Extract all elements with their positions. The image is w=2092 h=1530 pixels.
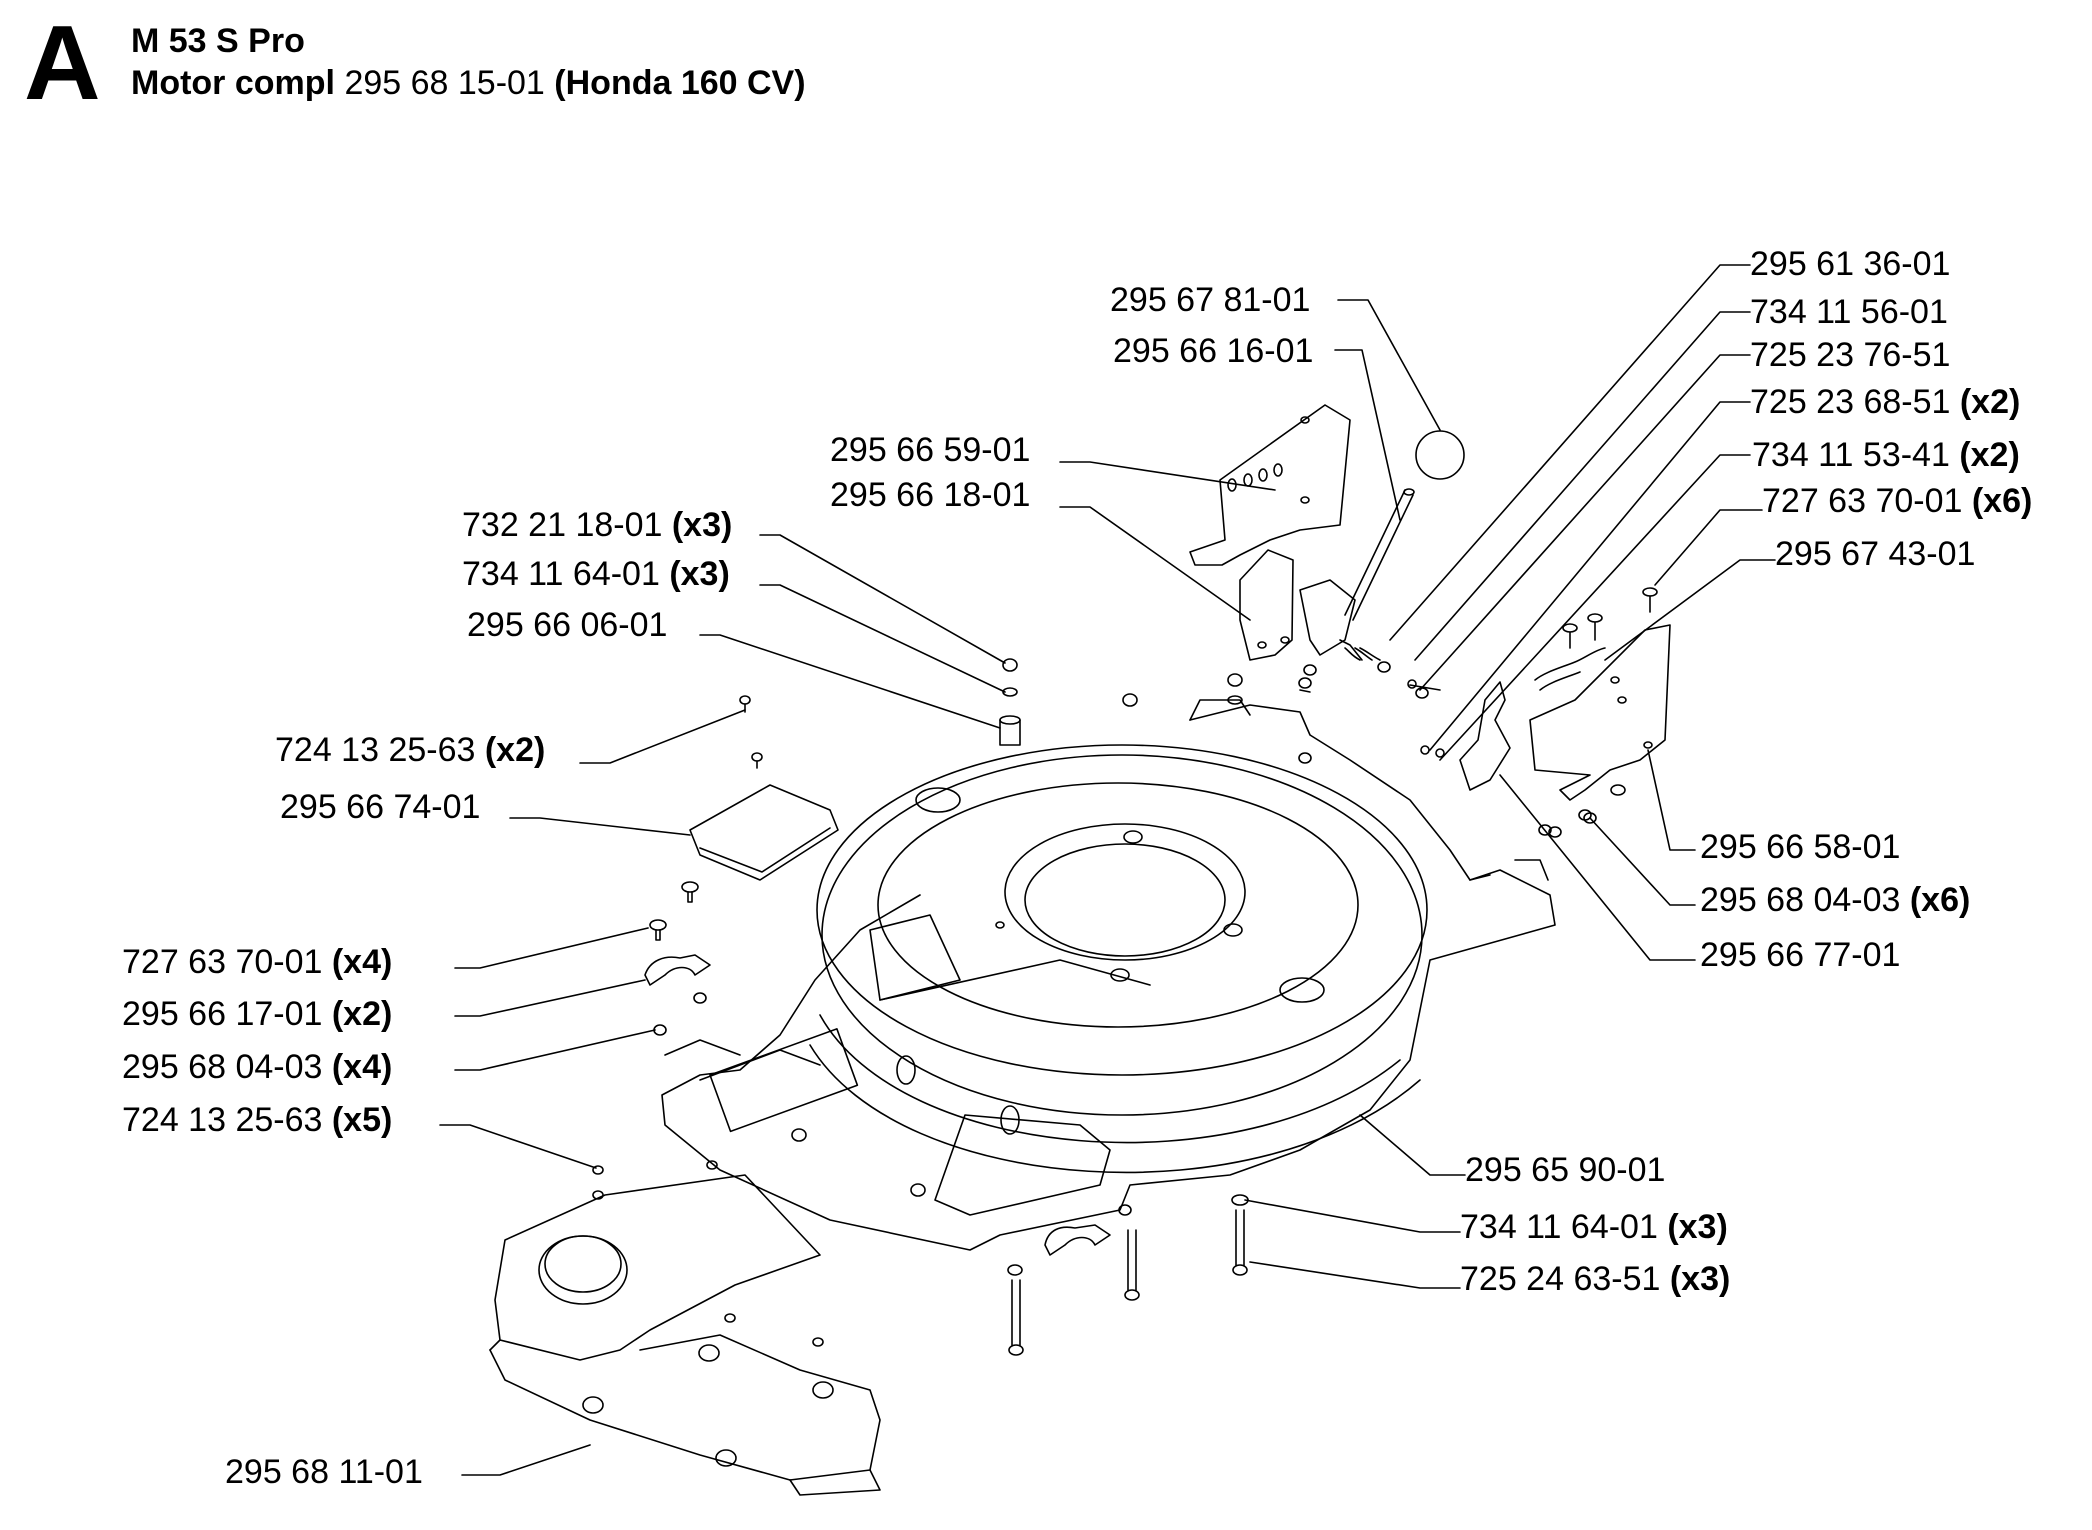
callout-p16[interactable]: 295 66 74-01 — [280, 790, 480, 824]
part-number: 725 23 76-51 — [1750, 336, 1951, 374]
part-qty: (x6) — [1971, 482, 2033, 520]
part-number: 734 11 64-01 — [1460, 1208, 1658, 1246]
part-qty: (x4) — [331, 943, 393, 981]
part-qty: (x4) — [331, 1048, 393, 1086]
part-qty: (x6) — [1909, 881, 1971, 919]
callout-p19[interactable]: 295 68 04-03 (x4) — [122, 1050, 392, 1084]
handle-bracket-right-drawing — [1459, 587, 1671, 838]
part-number: 727 63 70-01 — [1762, 482, 1963, 520]
part-qty: (x2) — [331, 995, 393, 1033]
part-number: 727 63 70-01 — [122, 943, 323, 981]
model-title: M 53 S Pro — [131, 24, 305, 58]
handle-bracket-left-drawing — [1189, 404, 1351, 566]
callout-p12[interactable]: 732 21 18-01 (x3) — [462, 508, 732, 542]
part-qty: (x3) — [669, 555, 730, 593]
callout-p18[interactable]: 295 66 17-01 (x2) — [122, 997, 392, 1031]
callout-p21[interactable]: 295 68 11-01 — [225, 1455, 423, 1489]
part-number: 295 66 17-01 — [122, 995, 323, 1033]
callout-p11[interactable]: 295 66 18-01 — [830, 478, 1030, 512]
part-number: 295 68 11-01 — [225, 1453, 423, 1491]
callout-p22[interactable]: 295 66 58-01 — [1700, 830, 1900, 864]
callout-p7[interactable]: 734 11 53-41 (x2) — [1752, 438, 2020, 472]
part-number: 295 66 74-01 — [280, 788, 481, 826]
callout-p9[interactable]: 295 67 43-01 — [1775, 537, 1975, 571]
callout-p1[interactable]: 295 67 81-01 — [1110, 283, 1310, 317]
part-number: 295 68 04-03 — [122, 1048, 323, 1086]
part-qty: (x2) — [1959, 436, 2020, 474]
part-number: 295 66 77-01 — [1700, 936, 1901, 974]
callout-p6[interactable]: 725 23 68-51 (x2) — [1750, 385, 2020, 419]
engine-label: (Honda 160 CV) — [554, 64, 806, 102]
part-number: 295 67 43-01 — [1775, 535, 1976, 573]
part-number: 295 68 04-03 — [1700, 881, 1901, 919]
cutter-deck-drawing — [661, 699, 1556, 1251]
clamp-left-drawing — [592, 752, 1312, 1347]
model-name: M 53 S Pro — [131, 22, 305, 60]
hardware-small-drawing — [1298, 661, 1445, 758]
part-number: 295 66 16-01 — [1113, 332, 1314, 370]
callout-p10[interactable]: 295 66 59-01 — [830, 433, 1030, 467]
part-number: 295 66 06-01 — [467, 606, 668, 644]
callout-p25[interactable]: 295 65 90-01 — [1465, 1153, 1665, 1187]
engine-cover-drawing — [489, 1174, 881, 1496]
part-number: 295 66 59-01 — [830, 431, 1031, 469]
callout-p24[interactable]: 295 66 77-01 — [1700, 938, 1900, 972]
part-number: 295 67 81-01 — [1110, 281, 1311, 319]
rear-bolts-drawing — [1007, 1194, 1249, 1356]
part-qty: (x3) — [1669, 1260, 1731, 1298]
callout-p4[interactable]: 734 11 56-01 — [1750, 295, 1948, 329]
handle-lever-drawing — [1339, 430, 1465, 661]
cover-plate-drawing — [681, 695, 839, 903]
part-number: 295 65 90-01 — [1465, 1151, 1666, 1189]
part-qty: (x5) — [331, 1101, 393, 1139]
part-number: 724 13 25-63 — [122, 1101, 323, 1139]
deck-nuts-drawing — [999, 658, 1597, 836]
callout-p14[interactable]: 295 66 06-01 — [467, 608, 667, 642]
part-qty: (x3) — [671, 506, 733, 544]
callout-p27[interactable]: 725 24 63-51 (x3) — [1460, 1262, 1730, 1296]
callout-p3[interactable]: 295 61 36-01 — [1750, 247, 1950, 281]
part-number: 295 66 18-01 — [830, 476, 1031, 514]
callout-p23[interactable]: 295 68 04-03 (x6) — [1700, 883, 1970, 917]
callout-p5[interactable]: 725 23 76-51 — [1750, 338, 1950, 372]
part-qty: (x2) — [1959, 383, 2021, 421]
part-number: 725 24 63-51 — [1460, 1260, 1661, 1298]
part-number: 295 61 36-01 — [1750, 245, 1951, 283]
assembly-number: 295 68 15-01 — [344, 64, 545, 102]
part-number: 732 21 18-01 — [462, 506, 663, 544]
part-number: 734 11 53-41 — [1752, 436, 1950, 474]
handle-bracket-plate-drawing — [1239, 549, 1356, 661]
callout-p8[interactable]: 727 63 70-01 (x6) — [1762, 484, 2032, 518]
part-qty: (x2) — [484, 731, 546, 769]
part-number: 724 13 25-63 — [275, 731, 476, 769]
part-number: 295 66 58-01 — [1700, 828, 1901, 866]
callout-p13[interactable]: 734 11 64-01 (x3) — [462, 557, 730, 591]
part-number: 734 11 64-01 — [462, 555, 660, 593]
callout-p26[interactable]: 734 11 64-01 (x3) — [1460, 1210, 1728, 1244]
leader-lines — [439, 264, 1776, 1476]
part-number: 734 11 56-01 — [1750, 293, 1948, 331]
callout-p20[interactable]: 724 13 25-63 (x5) — [122, 1103, 392, 1137]
callout-p15[interactable]: 724 13 25-63 (x2) — [275, 733, 545, 767]
part-number: 725 23 68-51 — [1750, 383, 1951, 421]
section-letter: A — [24, 4, 101, 122]
callout-p2[interactable]: 295 66 16-01 — [1113, 334, 1313, 368]
callout-p17[interactable]: 727 63 70-01 (x4) — [122, 945, 392, 979]
part-qty: (x3) — [1667, 1208, 1728, 1246]
assembly-title: Motor compl 295 68 15-01 (Honda 160 CV) — [131, 66, 806, 100]
assembly-label: Motor compl — [131, 64, 335, 102]
